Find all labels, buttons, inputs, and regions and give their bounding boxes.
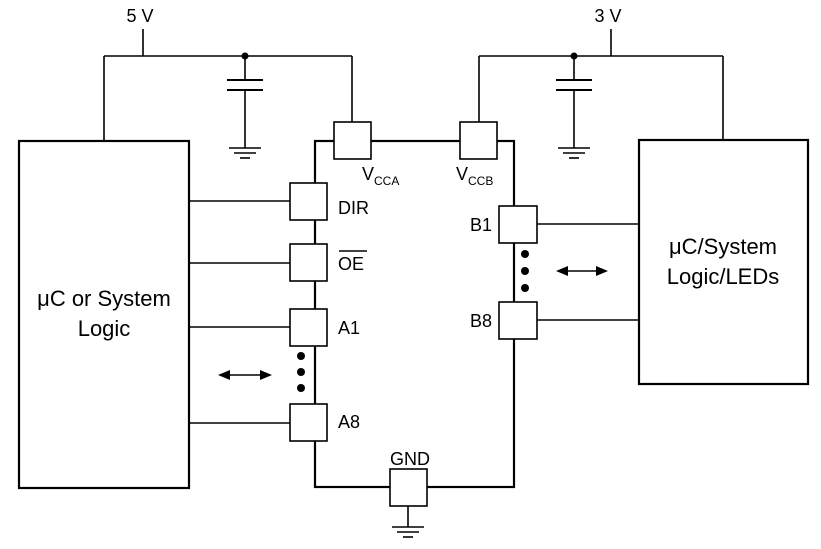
pin-a1 bbox=[289, 308, 328, 347]
vccb-label: VCCB bbox=[456, 164, 493, 188]
pin-vcca bbox=[333, 121, 372, 160]
ground-symbol-icon bbox=[392, 526, 424, 538]
ground-symbol-icon bbox=[229, 147, 261, 159]
supply-3v-network bbox=[478, 29, 724, 140]
pin-gnd bbox=[389, 468, 428, 507]
vcca-label: VCCA bbox=[362, 164, 399, 188]
oe-label: OE bbox=[338, 254, 364, 274]
a-side-signal-wires bbox=[189, 200, 290, 424]
vcca-subscript: CCA bbox=[374, 174, 399, 188]
right-system-block bbox=[637, 138, 810, 386]
b-side-ellipsis-icon bbox=[521, 250, 529, 292]
dir-label: DIR bbox=[338, 198, 369, 218]
left-system-block bbox=[17, 139, 191, 490]
pin-b8 bbox=[498, 301, 538, 340]
pin-a8 bbox=[289, 403, 328, 442]
supply-5v-label: 5 V bbox=[126, 6, 153, 26]
a8-label: A8 bbox=[338, 412, 360, 432]
b-side-signal-wires bbox=[537, 223, 639, 321]
capacitor-3v bbox=[556, 56, 592, 148]
vccb-subscript: CCB bbox=[468, 174, 493, 188]
translator-ic-body bbox=[313, 139, 516, 489]
left-block-label-line2: Logic bbox=[78, 316, 131, 341]
gnd-label: GND bbox=[390, 449, 430, 469]
pin-vccb bbox=[459, 121, 498, 160]
supply-5v-network bbox=[103, 29, 353, 141]
bidirectional-arrow-icon bbox=[556, 266, 608, 276]
bidirectional-arrow-icon bbox=[218, 370, 272, 380]
pin-b1 bbox=[498, 205, 538, 244]
ground-symbol-icon bbox=[558, 147, 590, 159]
right-block-label-line2: Logic/LEDs bbox=[667, 264, 780, 289]
pin-dir bbox=[289, 182, 328, 221]
left-block-label-line1: μC or System bbox=[37, 286, 171, 311]
b8-label: B8 bbox=[470, 311, 492, 331]
supply-3v-label: 3 V bbox=[594, 6, 621, 26]
b1-label: B1 bbox=[470, 215, 492, 235]
a-side-ellipsis-icon bbox=[297, 352, 305, 392]
a1-label: A1 bbox=[338, 318, 360, 338]
capacitor-5v bbox=[227, 56, 263, 148]
pin-oe bbox=[289, 243, 328, 282]
right-block-label-line1: μC/System bbox=[669, 234, 777, 259]
